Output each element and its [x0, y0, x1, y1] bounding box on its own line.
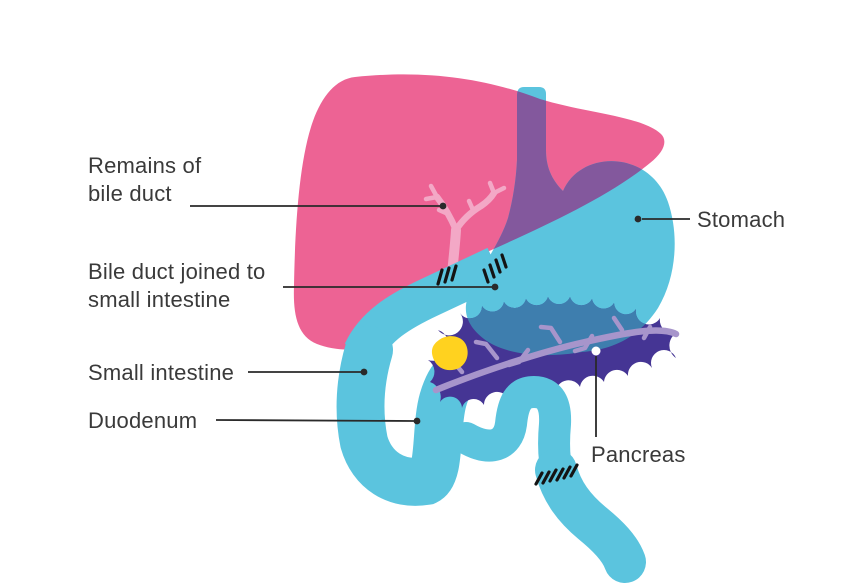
dot-pancreas-open [591, 346, 601, 356]
label-stomach: Stomach [697, 206, 785, 234]
label-line: Small intestine [88, 360, 235, 385]
label-line: bile duct [88, 181, 172, 206]
tumour-blob [431, 336, 468, 371]
pancreatic-duct [432, 315, 680, 394]
label-line: Bile duct joined to [88, 259, 266, 284]
liver-shape [293, 74, 665, 350]
intestine-lower [450, 375, 646, 583]
suture-cut-duct-stub [482, 253, 508, 284]
label-line: Pancreas [591, 442, 686, 467]
label-line: Remains of [88, 153, 202, 178]
dot-small-intestine [360, 368, 368, 376]
label-line: Stomach [697, 207, 786, 232]
pancreatic-duct-main [432, 327, 680, 394]
label-line: Duodenum [88, 408, 198, 433]
leader-dots [360, 202, 642, 425]
label-small-intestine: Small intestine [88, 359, 234, 387]
dot-stomach [634, 215, 642, 223]
intestine-exit-tube [535, 449, 646, 583]
dot-duodenum [413, 417, 421, 425]
suture-marks [436, 253, 579, 486]
suture-intestine-join [534, 463, 579, 486]
label-remains-of-bile-duct: Remains of bile duct [88, 152, 201, 208]
suture-bile-duct-join [436, 264, 458, 286]
bile-duct-right-prongs [466, 180, 507, 213]
label-pancreas: Pancreas [591, 441, 686, 469]
dot-bile-duct-joined [491, 283, 499, 291]
leader-lines [190, 205, 690, 437]
bile-duct-tree [423, 180, 507, 301]
label-bile-duct-joined: Bile duct joined to small intestine [88, 258, 265, 314]
intestine-arch [450, 375, 574, 492]
label-duodenum: Duodenum [88, 407, 197, 435]
bile-duct-left-prongs [423, 183, 451, 217]
dot-remains-of-bile-duct [439, 202, 447, 210]
label-line: small intestine [88, 287, 231, 312]
bile-duct-right-branch [452, 189, 498, 234]
leader-duodenum [215, 419, 415, 422]
